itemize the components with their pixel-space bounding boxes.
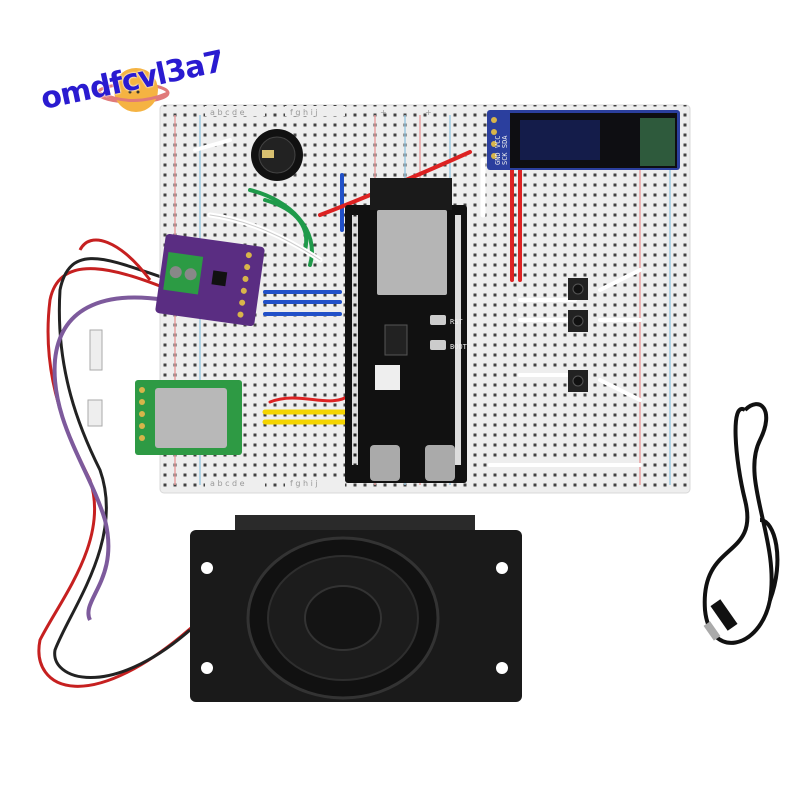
microphone-module xyxy=(251,129,303,181)
column-letters-right-bottom: f g h i j xyxy=(290,479,318,488)
oled-pin-sda: SDA xyxy=(501,135,509,148)
usb-c-port-1 xyxy=(370,445,400,481)
rst-label: RST xyxy=(450,318,463,326)
usb-c-cable xyxy=(702,402,780,645)
oled-pin-gnd: GND xyxy=(494,152,502,165)
rst-button[interactable] xyxy=(430,315,446,325)
boot-button[interactable] xyxy=(430,340,446,350)
oled-pin-sck: SCK xyxy=(501,152,509,165)
rail-plus-label-2: + xyxy=(425,108,432,117)
column-letters-left: a b c d e xyxy=(210,108,245,117)
column-letters-left-bottom: a b c d e xyxy=(210,479,245,488)
cartoon-planet-icon xyxy=(96,68,170,112)
usb-c-port-2 xyxy=(425,445,455,481)
oled-display-module: GND VCC SCK SDA xyxy=(487,110,680,170)
sd-card-module xyxy=(135,380,242,455)
svg-text:SCK SDA: SCK SDA xyxy=(501,135,509,165)
tactile-buttons xyxy=(568,278,588,392)
rail-plus-label: + xyxy=(380,108,387,117)
speaker xyxy=(190,515,522,702)
speaker-cable xyxy=(37,238,202,688)
svg-text:GND VCC: GND VCC xyxy=(494,135,502,165)
boot-label: BOOT xyxy=(450,343,468,351)
amplifier-module xyxy=(155,233,265,327)
oled-pin-vcc: VCC xyxy=(494,135,502,148)
column-letters-right: f g h i j xyxy=(290,108,318,117)
esp32-board: RST BOOT xyxy=(345,178,468,483)
